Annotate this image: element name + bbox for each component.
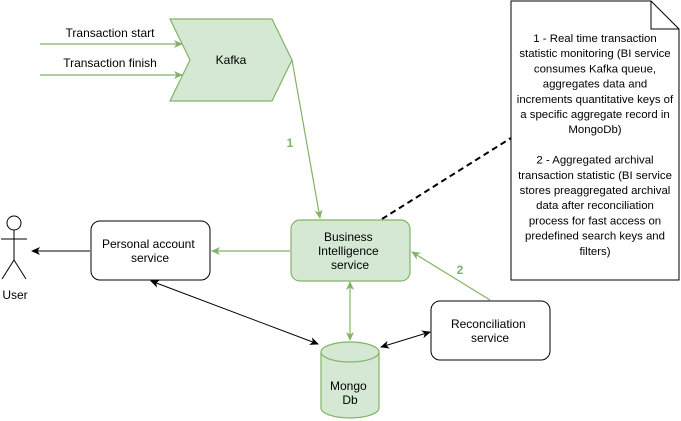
user-label: User bbox=[2, 288, 27, 302]
step-1-label: 1 bbox=[287, 136, 294, 150]
note-line: predefined search keys and bbox=[525, 231, 665, 243]
personal-account-box bbox=[90, 220, 211, 281]
reconciliation-line-1: Reconciliation bbox=[451, 317, 526, 331]
step-2-label: 2 bbox=[457, 263, 464, 277]
note-line: aggregates data and bbox=[543, 79, 648, 91]
reconciliation-line-2: service bbox=[471, 331, 509, 345]
mongodb-line-1: Mongo bbox=[330, 379, 367, 393]
note-line: process for fast access on bbox=[529, 215, 661, 227]
kafka-node bbox=[169, 18, 293, 102]
kafka-label: Kafka bbox=[216, 53, 247, 67]
note-box bbox=[510, 0, 680, 281]
note-line: data after reconciliation bbox=[536, 200, 654, 212]
note-line: filters) bbox=[579, 246, 610, 258]
note-line: transaction statistic (BI service bbox=[518, 170, 672, 182]
personal-account-line-2: service bbox=[131, 251, 169, 265]
note-line: consumes Kafka queue, bbox=[534, 63, 656, 75]
note-line: 1 - Real time transaction bbox=[533, 33, 656, 45]
business-intelligence-label: Business Intelligence service bbox=[318, 230, 382, 272]
note-line: increments quantitative keys of bbox=[517, 94, 674, 106]
reconciliation-mongodb-arrow bbox=[380, 330, 431, 349]
mongodb-label: Mongo Db bbox=[330, 379, 370, 407]
kafka-to-bi-arrow bbox=[291, 59, 323, 219]
reconciliation-to-bi-arrow bbox=[411, 251, 491, 301]
personal-account-line-1: Personal account bbox=[102, 237, 195, 251]
transaction-start-label: Transaction start bbox=[66, 26, 156, 40]
personal-account-mongodb-arrow bbox=[150, 280, 319, 345]
bi-label-line-2: Intelligence bbox=[318, 244, 379, 258]
note-line: 2 - Aggregated archival bbox=[536, 155, 653, 167]
user-icon bbox=[1, 215, 27, 280]
note-line bbox=[593, 139, 596, 151]
personal-account-label: Personal account service bbox=[102, 237, 198, 265]
bi-label-line-1: Business bbox=[324, 230, 373, 244]
note-line: MongoDb) bbox=[568, 124, 621, 136]
note-line: stores preaggregated archival bbox=[520, 185, 671, 197]
note-text: 1 - Real time transaction statistic monit… bbox=[517, 33, 674, 258]
note-fold bbox=[650, 1, 679, 30]
transaction-finish-label: Transaction finish bbox=[63, 56, 157, 70]
bi-label-line-3: service bbox=[331, 258, 369, 272]
reconciliation-box bbox=[430, 300, 551, 361]
note-line: a specific aggregate record in bbox=[520, 109, 669, 121]
note-line: statistic monitoring (BI service bbox=[519, 48, 670, 60]
mongodb-line-2: Db bbox=[342, 393, 358, 407]
mongodb-node bbox=[320, 341, 380, 419]
reconciliation-label: Reconciliation service bbox=[451, 317, 529, 345]
note-connector bbox=[381, 137, 512, 220]
